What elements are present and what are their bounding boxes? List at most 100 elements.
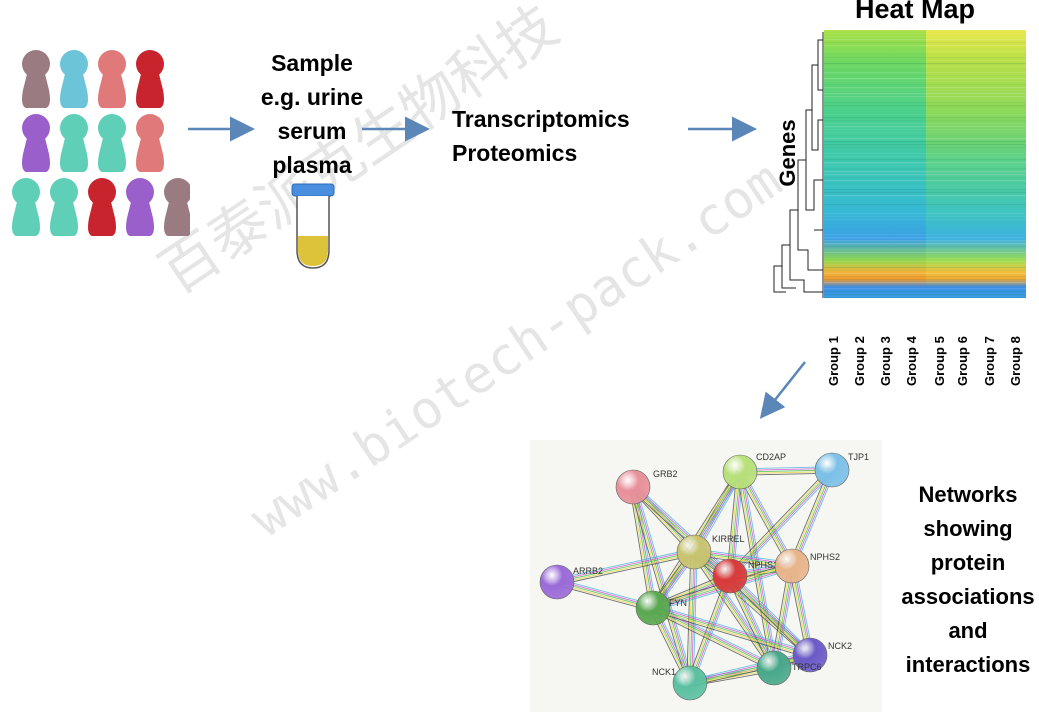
group-label: Group 8 [1008, 336, 1023, 386]
group-label: Group 3 [878, 336, 893, 386]
network-caption-line: associations [901, 584, 1035, 609]
protein-node-label: ARRB2 [573, 566, 603, 576]
network-edge [689, 651, 810, 681]
network-edge [633, 485, 732, 576]
protein-node-label: CD2AP [756, 452, 786, 462]
network-edge [689, 575, 731, 684]
person-icon [22, 114, 50, 172]
protein-node: CD2AP [722, 452, 786, 490]
network-caption-line: and [948, 618, 988, 643]
sample-line: serum [277, 118, 347, 144]
network-edge [630, 487, 652, 609]
network-edge [692, 552, 774, 670]
network-caption-line: protein [930, 550, 1006, 575]
protein-node-label: TJP1 [848, 452, 869, 462]
network-edge [634, 486, 692, 683]
network-edge [775, 566, 795, 669]
group-label: Group 6 [955, 336, 970, 386]
person-icon [136, 50, 164, 108]
network-edge [729, 575, 811, 656]
network-edge [629, 487, 651, 609]
protein-node: FYN [635, 590, 687, 626]
network-edge [631, 487, 689, 684]
network-edge [690, 657, 811, 687]
network-edge [738, 472, 791, 567]
person-icon [98, 50, 126, 108]
person-icon [22, 50, 50, 108]
protein-node-label: NCK2 [828, 641, 852, 651]
person-icon [60, 114, 88, 172]
network-edge [730, 574, 812, 655]
network-edge [557, 554, 695, 586]
heatmap-title: Heat Map [854, 0, 976, 24]
protein-node: NCK1 [652, 665, 708, 701]
network-edge [692, 576, 734, 685]
omics-line: Proteomics [452, 140, 578, 166]
protein-node-label: FYN [669, 598, 687, 608]
network-edge [691, 576, 732, 684]
group-label: Group 2 [852, 336, 867, 386]
network-caption-line: showing [923, 516, 1013, 541]
network-edge [728, 576, 810, 657]
network-edge [634, 486, 656, 608]
protein-node-label: NCK1 [652, 667, 676, 677]
protein-node-label: TRPC6 [792, 662, 822, 672]
sample-line: e.g. urine [260, 84, 364, 110]
network-edge [689, 653, 810, 682]
network-edge [731, 573, 813, 654]
network-edge [652, 609, 774, 670]
person-icon [12, 178, 40, 236]
group-label: Group 1 [826, 336, 841, 386]
protein-node: KIRREL [676, 534, 745, 570]
network-edge [556, 548, 694, 580]
network-edge [790, 469, 831, 566]
person-icon [50, 178, 78, 236]
network-edge [727, 577, 809, 658]
network-edge [689, 551, 695, 684]
network-edge [696, 549, 778, 667]
network-edge [651, 610, 773, 672]
sample-line: Sample [271, 50, 353, 76]
protein-node-label: GRB2 [653, 469, 678, 479]
group-label: Group 5 [932, 336, 947, 386]
network-edge [793, 470, 834, 567]
network-edge [652, 609, 810, 657]
protein-node-label: NPHS1 [748, 560, 778, 570]
network-edge [691, 554, 809, 658]
network-edge [690, 553, 772, 671]
protein-node-label: NPHS2 [810, 552, 840, 562]
network-edge [794, 471, 836, 568]
network-edge [728, 468, 832, 576]
network-edge [686, 574, 728, 683]
protein-node: NPHS2 [774, 548, 840, 584]
protein-node: TRPC6 [756, 650, 822, 686]
omics-line: Transcriptomics [452, 106, 630, 132]
network-edge [688, 575, 729, 683]
protein-node: GRB2 [615, 469, 678, 505]
network-edge [771, 565, 791, 668]
network-edge [653, 606, 811, 654]
network-edge [689, 654, 811, 684]
protein-node: ARRB2 [539, 564, 603, 600]
heatmap [773, 30, 1026, 299]
network-edge [791, 469, 833, 567]
network-edge [654, 604, 776, 666]
network-edge [653, 604, 812, 653]
network-edge [556, 549, 694, 581]
protein-node-label: KIRREL [712, 534, 745, 544]
person-icon [88, 178, 116, 236]
network-edge [694, 550, 776, 668]
sample-label: Sample e.g. urine serum plasma [238, 46, 386, 182]
network-edge [635, 486, 657, 608]
network-caption: Networks showing protein associations an… [892, 478, 1039, 682]
omics-label: Transcriptomics Proteomics [452, 102, 672, 170]
network-edge [742, 470, 796, 565]
network-edge [632, 486, 654, 609]
network-edge [770, 565, 790, 668]
network-edge [690, 656, 811, 685]
network-edge [629, 487, 688, 685]
network-edge [632, 486, 691, 684]
protein-node: NPHS1 [712, 558, 778, 594]
